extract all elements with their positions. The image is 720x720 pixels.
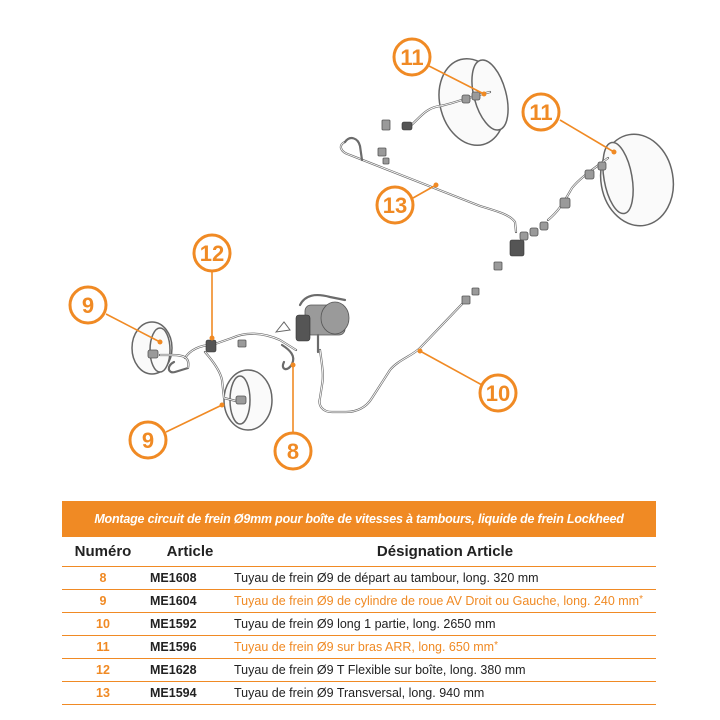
svg-text:13: 13 [383,193,407,218]
callout-8: 8 [273,431,313,471]
row-designation: Tuyau de frein Ø9 Transversal, long. 940… [230,681,656,705]
rear-right-drum [599,133,675,227]
table-row: 12 ME1628 Tuyau de frein Ø9 T Flexible s… [62,658,656,682]
master-cylinder [295,294,350,354]
row-designation: Tuyau de frein Ø9 de départ au tambour, … [230,566,656,590]
row-designation: Tuyau de frein Ø9 long 1 partie, long. 2… [230,612,656,636]
callout-12: 12 [192,233,232,273]
row-article: ME1596 [144,635,230,659]
row-article: ME1594 [144,681,230,705]
table-row: 13 ME1594 Tuyau de frein Ø9 Transversal,… [62,681,656,705]
row-designation: Tuyau de frein Ø9 de cylindre de roue AV… [230,589,656,613]
brake-circuit-diagram: 11 11 13 12 9 9 10 8 [68,37,675,471]
row-numero: 13 [62,681,144,705]
row-article: ME1592 [144,612,230,636]
availability-mark: * [494,640,498,651]
header-article: Article [144,537,230,567]
callout-13: 13 [375,185,415,225]
svg-text:10: 10 [486,381,510,406]
svg-text:11: 11 [529,100,552,125]
row-numero: 12 [62,658,144,682]
svg-text:11: 11 [400,45,423,70]
svg-text:9: 9 [142,428,154,453]
availability-mark: * [639,594,643,605]
row-article: ME1628 [144,658,230,682]
rear-left-drum [438,57,509,147]
table-row: 10 ME1592 Tuyau de frein Ø9 long 1 parti… [62,612,656,636]
row-article: ME1604 [144,589,230,613]
table-row: 8 ME1608 Tuyau de frein Ø9 de départ au … [62,566,656,590]
svg-text:8: 8 [287,439,299,464]
table-title: Montage circuit de frein Ø9mm pour boîte… [62,501,656,537]
transversal-pipe [339,140,518,234]
svg-text:12: 12 [200,241,224,266]
callout-9-front-left: 9 [68,285,108,325]
parts-table: Montage circuit de frein Ø9mm pour boîte… [62,501,656,705]
callout-10: 10 [478,373,518,413]
row-designation: Tuyau de frein Ø9 sur bras ARR, long. 65… [230,635,656,659]
row-numero: 9 [62,589,144,613]
callout-9-front-right: 9 [128,420,168,460]
row-designation: Tuyau de frein Ø9 T Flexible sur boîte, … [230,658,656,682]
table-row: 9 ME1604 Tuyau de frein Ø9 de cylindre d… [62,589,656,613]
table-row: 11 ME1596 Tuyau de frein Ø9 sur bras ARR… [62,635,656,659]
row-numero: 11 [62,635,144,659]
table-header-row: Numéro Article Désignation Article [62,537,656,567]
callout-11-rear-left: 11 [392,37,432,77]
header-numero: Numéro [62,537,144,567]
row-article: ME1608 [144,566,230,590]
callout-11-rear-right: 11 [521,92,561,132]
table-title-row: Montage circuit de frein Ø9mm pour boîte… [62,501,656,537]
row-numero: 10 [62,612,144,636]
row-numero: 8 [62,566,144,590]
svg-text:9: 9 [82,293,94,318]
header-designation: Désignation Article [230,537,656,567]
